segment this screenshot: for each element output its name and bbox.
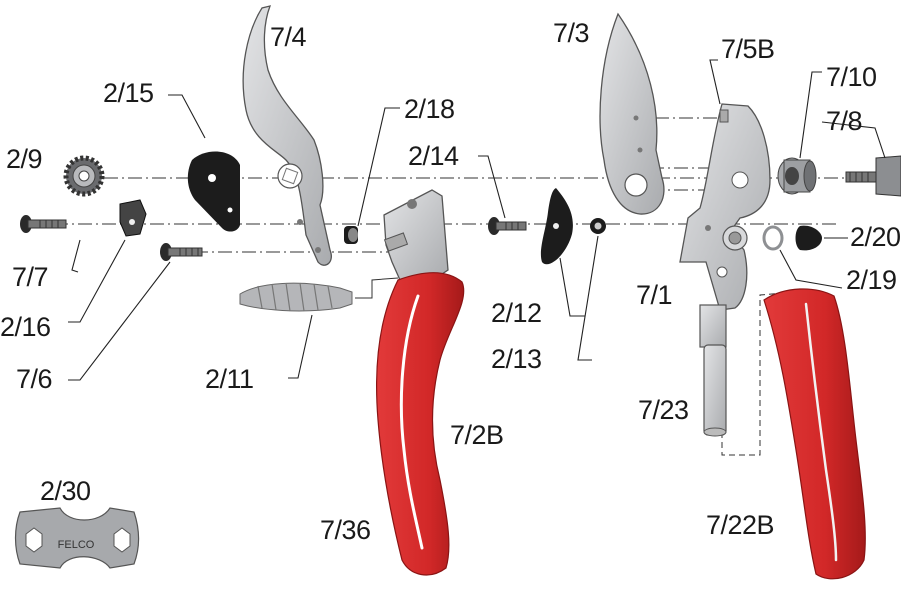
label-2-30: 2/30 bbox=[40, 476, 91, 506]
washer-2-13 bbox=[590, 218, 606, 234]
key-tool-2-30: FELCO bbox=[14, 507, 140, 569]
label-2-20: 2/20 bbox=[850, 222, 901, 252]
bolt-2-14 bbox=[488, 217, 527, 235]
label-7-23: 7/23 bbox=[638, 395, 689, 425]
label-7-36: 7/36 bbox=[320, 515, 371, 545]
lock-2-16 bbox=[119, 199, 147, 237]
label-2-13: 2/13 bbox=[491, 344, 542, 374]
label-2-18: 2/18 bbox=[404, 94, 455, 124]
bolt-7-7 bbox=[20, 215, 67, 233]
gear-2-9 bbox=[63, 155, 105, 197]
label-2-11: 2/11 bbox=[205, 364, 254, 394]
assembly-bracket bbox=[721, 291, 796, 456]
leader-lines bbox=[68, 59, 886, 381]
label-7-3: 7/3 bbox=[553, 18, 590, 48]
label-2-19: 2/19 bbox=[846, 265, 897, 295]
key-tool-engraving: FELCO bbox=[58, 539, 95, 551]
ring-2-19 bbox=[762, 225, 784, 251]
blade-7-3 bbox=[599, 12, 665, 215]
label-2-12: 2/12 bbox=[491, 298, 542, 328]
label-7-7: 7/7 bbox=[12, 262, 49, 292]
spring-2-11 bbox=[239, 282, 353, 312]
handle-7-2b bbox=[376, 189, 465, 576]
anvil-body-7-5b-7-1 bbox=[679, 103, 771, 437]
cap-2-20 bbox=[795, 225, 822, 251]
label-7-10: 7/10 bbox=[826, 62, 877, 92]
bolt-7-6 bbox=[160, 243, 203, 261]
leaf-2-12 bbox=[540, 188, 573, 265]
label-2-9: 2/9 bbox=[6, 144, 43, 174]
label-7-22b: 7/22B bbox=[706, 510, 775, 540]
label-2-15: 2/15 bbox=[103, 78, 154, 108]
spring-bracket bbox=[355, 277, 399, 299]
nut-2-18 bbox=[344, 226, 358, 244]
blade-7-4 bbox=[242, 5, 332, 266]
bolt-7-8 bbox=[845, 155, 901, 197]
label-7-2b: 7/2B bbox=[450, 420, 504, 450]
label-2-16: 2/16 bbox=[0, 312, 51, 342]
bushing-7-10 bbox=[777, 157, 817, 195]
label-7-1: 7/1 bbox=[636, 280, 673, 310]
label-2-14: 2/14 bbox=[408, 141, 459, 171]
label-7-5b: 7/5B bbox=[721, 34, 775, 64]
grip-7-22b bbox=[763, 288, 866, 580]
label-7-6: 7/6 bbox=[16, 364, 53, 394]
label-7-8: 7/8 bbox=[826, 106, 863, 136]
label-7-4: 7/4 bbox=[270, 22, 307, 52]
plate-2-15 bbox=[187, 151, 240, 232]
